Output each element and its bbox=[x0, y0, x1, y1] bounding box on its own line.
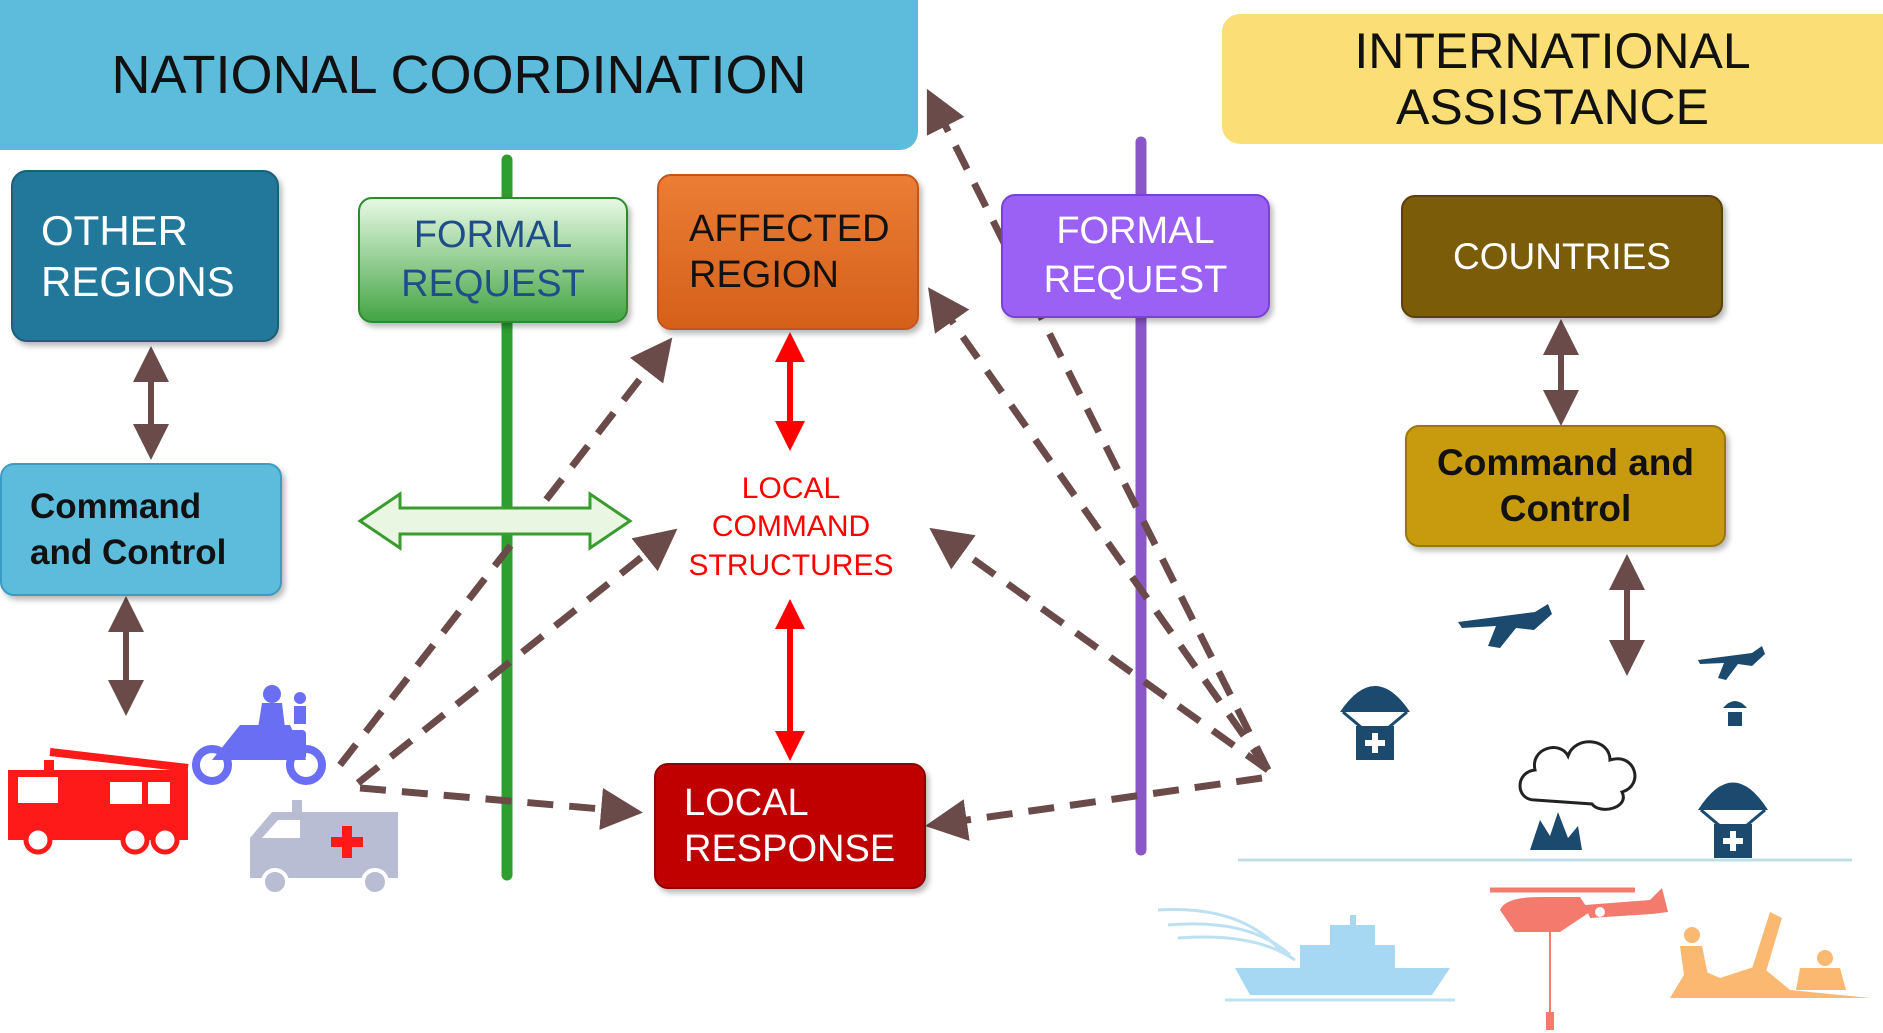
arrow-intl-to-local-command bbox=[929, 527, 1271, 773]
parachute-supply-icon bbox=[1340, 686, 1410, 760]
formal-request-international-box: FORMAL REQUEST bbox=[1001, 194, 1270, 318]
rescue-helicopter-icon bbox=[1490, 887, 1668, 1030]
airplane-icon bbox=[1458, 604, 1552, 648]
arrow-intl-to-local-response bbox=[925, 774, 1263, 841]
arrow-vehicles-to-affected bbox=[337, 337, 673, 768]
smoke-fire-icon bbox=[1518, 740, 1637, 850]
small-parachute-icon bbox=[1723, 701, 1747, 726]
arrow-vehicles-to-local-response bbox=[359, 784, 643, 830]
parachute-supply-icon bbox=[1698, 782, 1768, 858]
rescue-workers-icon bbox=[1670, 912, 1870, 998]
arrow-vehicles-to-local-command bbox=[355, 528, 678, 786]
international-command-control-box: Command and Control bbox=[1405, 425, 1726, 547]
affected-region-box: AFFECTED REGION bbox=[657, 174, 919, 330]
fire-truck-icon bbox=[8, 748, 189, 855]
arrow-intl-to-affected bbox=[927, 287, 1271, 773]
police-motorcycle-icon bbox=[192, 685, 326, 785]
ambulance-icon bbox=[250, 800, 398, 896]
formal-request-national-box: FORMAL REQUEST bbox=[358, 197, 628, 323]
countries-box: COUNTRIES bbox=[1401, 195, 1723, 318]
small-airplane-icon bbox=[1698, 646, 1765, 680]
green-double-arrow bbox=[357, 491, 633, 551]
local-response-box: LOCAL RESPONSE bbox=[654, 763, 926, 889]
national-coordination-banner: NATIONAL COORDINATION bbox=[0, 0, 918, 150]
other-regions-box: OTHER REGIONS bbox=[11, 170, 279, 342]
local-command-structures-label: LOCAL COMMAND STRUCTURES bbox=[688, 472, 894, 582]
international-assistance-banner: INTERNATIONAL ASSISTANCE bbox=[1222, 14, 1883, 144]
fireboat-icon bbox=[1157, 908, 1455, 1002]
national-command-control-box: Command and Control bbox=[0, 463, 282, 596]
